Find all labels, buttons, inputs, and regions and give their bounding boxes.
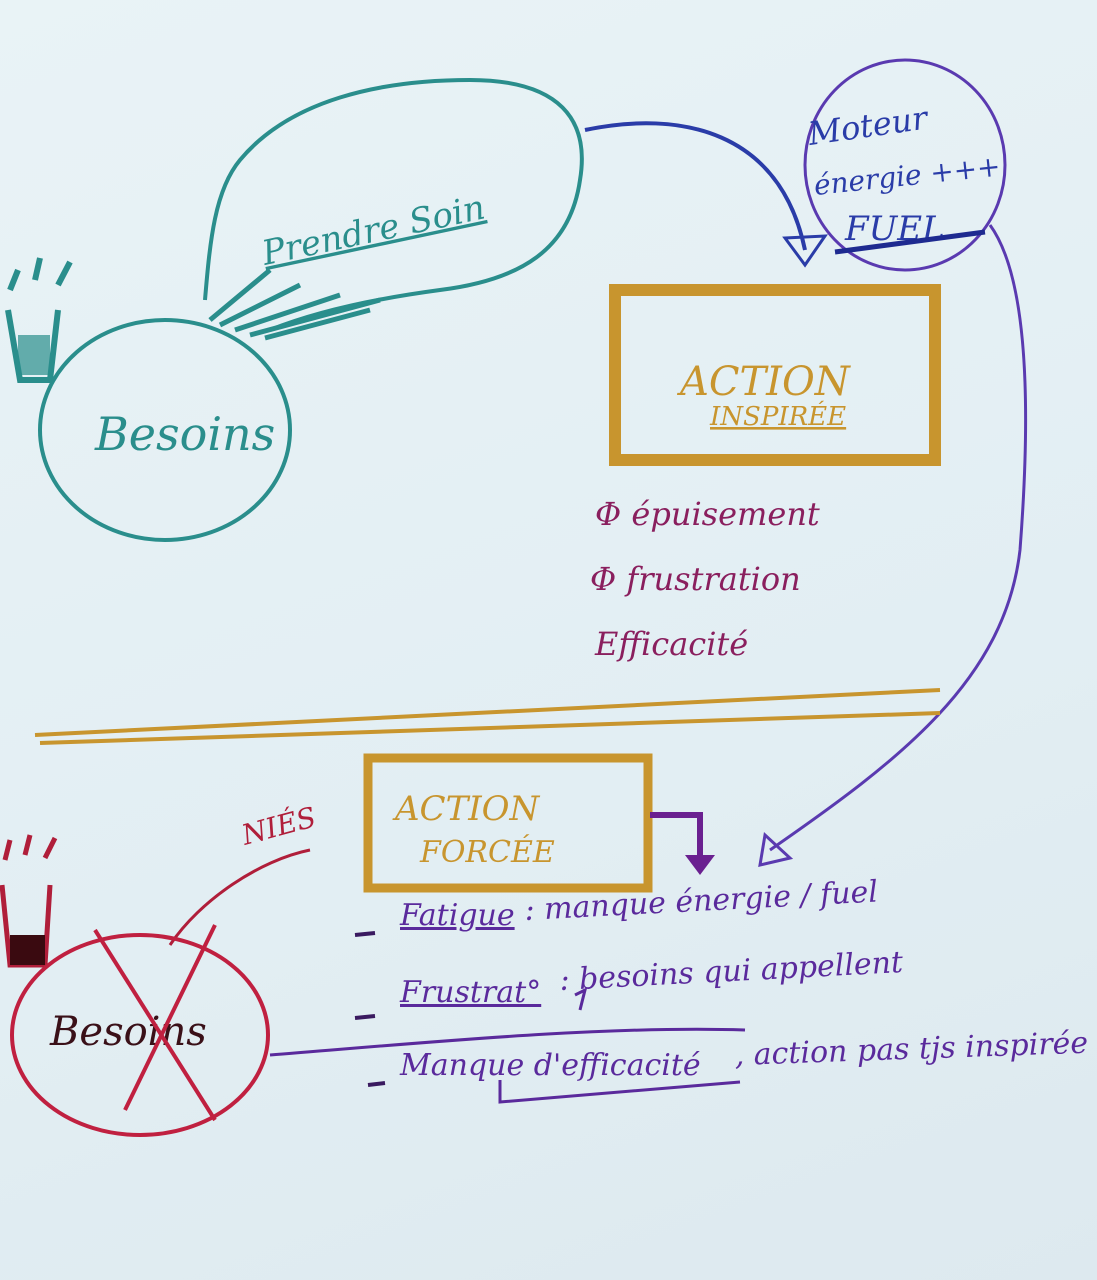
consequence-desc: : besoins qui appellent xyxy=(559,945,905,998)
benefit-1: Φ épuisement xyxy=(595,495,820,533)
full-glass-icon xyxy=(5,257,73,383)
action-forcee-box xyxy=(363,753,653,893)
consequence-term: Manque d'efficacité xyxy=(399,1048,701,1083)
link-bracket xyxy=(498,1080,741,1104)
benefit-2: Φ frustration xyxy=(590,560,801,598)
action-forcee-line-1: ACTION xyxy=(392,789,541,829)
fuel-underline xyxy=(834,229,986,255)
consequence-item-2: Frustrat° : besoins qui appellent xyxy=(354,945,905,1020)
benefit-3: Efficacité xyxy=(594,625,748,663)
consequence-desc: : manque énergie / fuel xyxy=(524,875,879,928)
empty-glass-icon xyxy=(0,834,58,968)
link-besoins-to-frustration xyxy=(269,987,746,1057)
prendre-soin-bubble xyxy=(203,77,584,332)
action-forcee-line-2: FORCÉE xyxy=(419,834,555,870)
consequence-item-3: Manque d'efficacité , action pas tjs ins… xyxy=(367,1026,1089,1087)
separator-line xyxy=(39,711,941,745)
engine-line-1: Moteur xyxy=(805,98,932,153)
nies-label: NIÉS xyxy=(237,800,319,852)
consequence-term: Frustrat° xyxy=(399,975,541,1010)
arrowhead-icon xyxy=(685,855,715,875)
consequence-desc: , action pas tjs inspirée xyxy=(734,1026,1089,1073)
prendre-soin-label: Prendre Soin xyxy=(258,188,489,274)
nies-link xyxy=(168,848,311,946)
cross-out-icon xyxy=(93,924,217,1122)
arrowhead-icon xyxy=(782,234,828,268)
arrowhead-icon xyxy=(758,832,794,867)
besoins-crossed-label: Besoins xyxy=(49,1009,207,1055)
arrow-to-engine xyxy=(584,121,807,251)
arrow-engine-to-consequences xyxy=(769,224,1028,852)
action-inspiree-box xyxy=(609,284,941,466)
separator-line xyxy=(34,688,941,737)
consequence-term: Fatigue xyxy=(399,898,515,933)
arrow-forcee-down xyxy=(650,812,703,865)
action-inspiree-line-2: INSPIRÉE xyxy=(709,400,846,432)
engine-circle xyxy=(803,58,1007,272)
besoins-nies-circle xyxy=(10,933,270,1137)
besoins-label: Besoins xyxy=(94,407,275,461)
action-inspiree-line-1: ACTION xyxy=(676,359,852,405)
besoins-circle xyxy=(38,318,292,542)
engine-line-2: énergie +++ xyxy=(812,150,1002,202)
hatching xyxy=(208,268,381,341)
